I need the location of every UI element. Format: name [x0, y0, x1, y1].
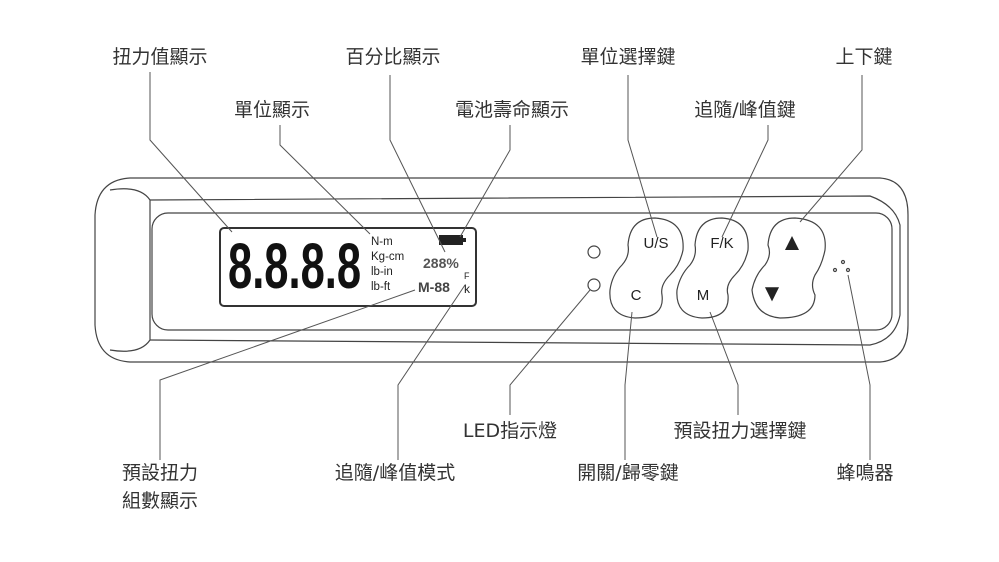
up-down-button-pad [751, 217, 826, 319]
unit-nm: N-m [371, 236, 393, 248]
label-battery-display: 電池壽命顯示 [454, 99, 570, 121]
body-edge [149, 195, 901, 346]
front-panel [151, 212, 893, 331]
us-c-button-pad [609, 217, 684, 319]
us-button[interactable]: U/S [643, 235, 669, 252]
m-button[interactable]: M [696, 287, 710, 304]
unit-lbin: lb-in [371, 266, 393, 278]
label-preset-select-key: 預設扭力選擇鍵 [673, 420, 807, 442]
label-power-zero-key: 開關/歸零鍵 [577, 462, 679, 484]
buzzer-hole [845, 267, 851, 273]
device-body [94, 177, 909, 363]
leader-lines [149, 72, 871, 460]
memory-readout: M-88 [418, 279, 450, 295]
label-led: LED指示燈 [462, 420, 558, 442]
c-button[interactable]: C [630, 287, 642, 304]
led-indicator [587, 278, 601, 292]
buzzer-hole [840, 259, 846, 265]
label-up-down-key: 上下鍵 [835, 46, 893, 68]
buzzer-hole [832, 267, 838, 273]
label-track-peak-mode: 追隨/峰值模式 [334, 462, 456, 484]
label-preset-group-2: 組數顯示 [121, 490, 199, 512]
label-preset-group-1: 預設扭力 [121, 462, 199, 484]
led-indicator [587, 245, 601, 259]
battery-icon [439, 235, 463, 245]
mode-f: F [464, 271, 470, 281]
label-track-peak-key: 追隨/峰值鍵 [694, 99, 796, 121]
down-button[interactable]: ▼ [760, 280, 784, 307]
label-percent-display: 百分比顯示 [345, 46, 441, 68]
label-unit-select-key: 單位選擇鍵 [580, 46, 676, 68]
percent-readout: 288% [423, 255, 459, 271]
torque-digits: 8.8.8.8 [228, 230, 362, 302]
unit-lbft: lb-ft [371, 281, 391, 293]
up-button[interactable]: ▲ [780, 229, 804, 256]
label-unit-display: 單位顯示 [233, 99, 311, 121]
label-buzzer: 蜂鳴器 [836, 462, 894, 484]
battery-tip [463, 238, 466, 242]
unit-kgcm: Kg-cm [371, 251, 405, 263]
lcd-frame [219, 227, 477, 307]
label-torque-display: 扭力值顯示 [112, 46, 208, 68]
fk-m-button-pad [676, 217, 749, 319]
body-edge-left [109, 188, 151, 352]
fk-button[interactable]: F/K [710, 235, 734, 252]
mode-k: k [464, 282, 470, 296]
